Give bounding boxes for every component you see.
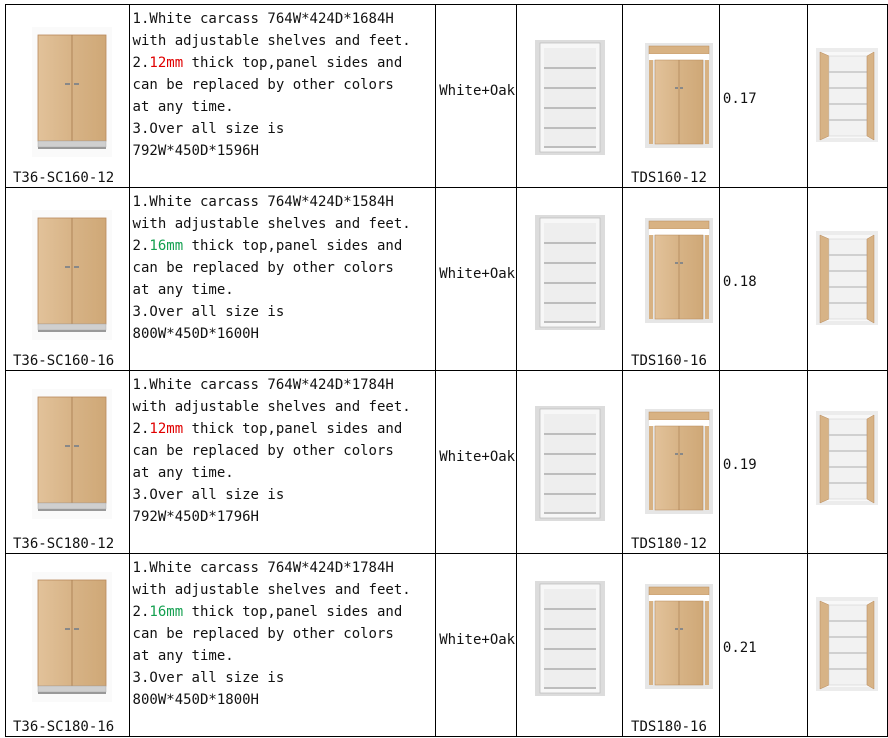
thickness-value: 16mm [149,604,184,620]
description: 1.White carcass 764W*424D*1784H with adj… [132,560,411,708]
product-table: T36-SC160-12 1.White carcass 764W*424D*1… [5,4,888,737]
door-panel-image [645,584,713,689]
white-shelf-image [535,40,605,155]
door-cell: TDS160-16 [622,187,720,371]
volume-cell: 0.21 [718,553,808,737]
door-panel-image [645,43,713,148]
thickness-value: 12mm [149,421,184,437]
model-code: T36-SC160-16 [13,353,115,369]
color-text: White+Oak [439,83,516,99]
color-cell: White+Oak [435,370,518,554]
volume-cell: 0.18 [718,187,808,371]
thickness-value: 12mm [149,55,184,71]
door-cell: TDS180-12 [622,370,720,554]
carcass-image-cell [516,370,624,554]
door-code: TDS160-16 [631,353,707,369]
color-text: White+Oak [439,632,516,648]
color-cell: White+Oak [435,187,518,371]
closed-cabinet-image [32,27,112,157]
carcass-image-cell [516,553,624,737]
model-code: T36-SC160-12 [13,170,115,186]
description: 1.White carcass 764W*424D*1684H with adj… [132,11,411,159]
product-cell: T36-SC180-16 [5,553,130,737]
volume-value: 0.19 [722,457,757,473]
description: 1.White carcass 764W*424D*1784H with adj… [132,377,411,525]
product-cell: T36-SC160-16 [5,187,130,371]
white-shelf-image [535,215,605,330]
assembled-image-cell [806,4,888,188]
volume-value: 0.17 [722,91,757,107]
volume-value: 0.18 [722,274,757,290]
open-cabinet-image [816,231,878,325]
description-cell: 1.White carcass 764W*424D*1684H with adj… [128,4,437,188]
open-cabinet-image [816,48,878,142]
assembled-image-cell [806,370,888,554]
color-text: White+Oak [439,449,516,465]
door-code: TDS180-12 [631,536,707,552]
door-code: TDS160-12 [631,170,707,186]
color-cell: White+Oak [435,553,518,737]
volume-value: 0.21 [722,640,757,656]
volume-cell: 0.19 [718,370,808,554]
description-cell: 1.White carcass 764W*424D*1784H with adj… [128,370,437,554]
assembled-image-cell [806,553,888,737]
description-cell: 1.White carcass 764W*424D*1784H with adj… [128,553,437,737]
product-cell: T36-SC180-12 [5,370,130,554]
assembled-image-cell [806,187,888,371]
volume-cell: 0.17 [718,4,808,188]
thickness-value: 16mm [149,238,184,254]
open-cabinet-image [816,597,878,691]
door-code: TDS180-16 [631,719,707,735]
description: 1.White carcass 764W*424D*1584H with adj… [132,194,411,342]
carcass-image-cell [516,187,624,371]
door-cell: TDS160-12 [622,4,720,188]
table-row: T36-SC160-12 1.White carcass 764W*424D*1… [5,4,888,188]
closed-cabinet-image [32,572,112,702]
carcass-image-cell [516,4,624,188]
color-text: White+Oak [439,266,516,282]
color-cell: White+Oak [435,4,518,188]
model-code: T36-SC180-12 [13,536,115,552]
white-shelf-image [535,581,605,696]
white-shelf-image [535,406,605,521]
table-row: T36-SC160-16 1.White carcass 764W*424D*1… [5,187,888,371]
door-panel-image [645,218,713,323]
description-cell: 1.White carcass 764W*424D*1584H with adj… [128,187,437,371]
closed-cabinet-image [32,389,112,519]
open-cabinet-image [816,411,878,505]
table-row: T36-SC180-12 1.White carcass 764W*424D*1… [5,370,888,554]
table-row: T36-SC180-16 1.White carcass 764W*424D*1… [5,553,888,737]
model-code: T36-SC180-16 [13,719,115,735]
door-panel-image [645,409,713,514]
product-cell: T36-SC160-12 [5,4,130,188]
closed-cabinet-image [32,210,112,340]
door-cell: TDS180-16 [622,553,720,737]
